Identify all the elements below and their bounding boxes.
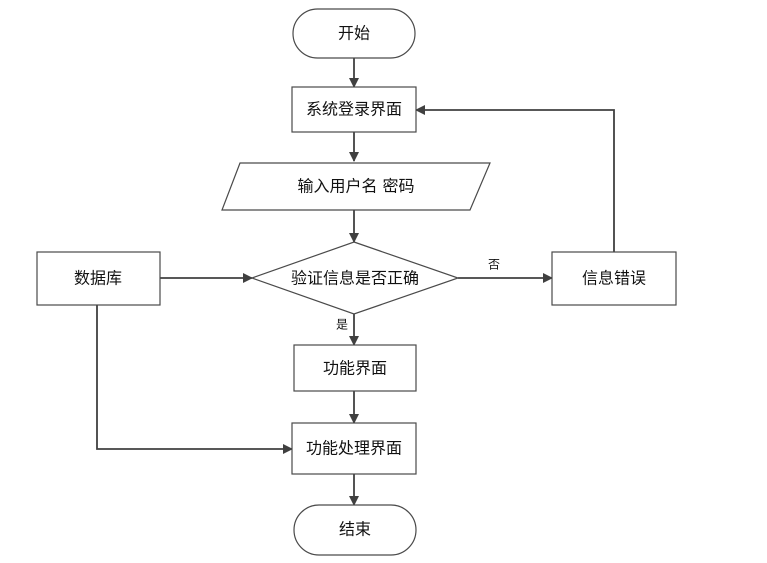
function-label: 功能界面 [323, 359, 387, 378]
verify-label: 验证信息是否正确 [291, 269, 419, 288]
edge-error-to-login [415, 105, 615, 252]
function-process [293, 344, 417, 392]
start-terminator [292, 8, 416, 59]
processing-process [291, 422, 417, 475]
database-label: 数据库 [74, 269, 122, 288]
end-label: 结束 [339, 520, 371, 539]
input-io-shape [221, 162, 491, 211]
login-label: 系统登录界面 [306, 100, 402, 119]
verify-decision [250, 241, 460, 315]
processing-label: 功能处理界面 [306, 439, 402, 458]
edge-label-yes: 是 [336, 318, 348, 332]
login-process [291, 86, 417, 133]
database-box [36, 251, 161, 306]
error-label: 信息错误 [582, 269, 646, 288]
edge-label-no: 否 [488, 258, 500, 272]
end-terminator [293, 504, 417, 556]
edge-database-to-processing [96, 305, 293, 454]
error-box [551, 251, 677, 306]
start-label: 开始 [338, 24, 370, 43]
input-label: 输入用户名 密码 [297, 177, 414, 196]
